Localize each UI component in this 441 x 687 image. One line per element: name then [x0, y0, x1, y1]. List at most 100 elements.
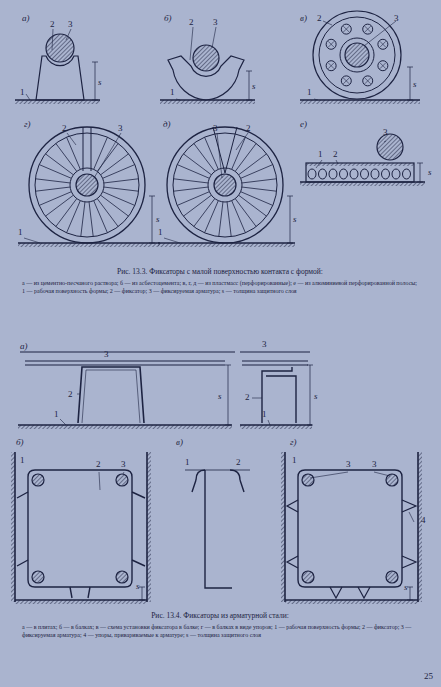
callout-number: 3	[346, 460, 351, 469]
perforation	[380, 41, 386, 47]
dimension-label: s	[252, 82, 256, 91]
leader-line	[66, 29, 71, 40]
leader-line	[252, 398, 262, 399]
callout-number: 3	[118, 124, 123, 133]
figure-caption: Рис. 13.4. Фиксаторы из арматурной стали…	[20, 612, 420, 620]
figure-letter: б)	[164, 14, 172, 23]
form-hatching	[147, 452, 151, 602]
callout-number: 2	[245, 393, 250, 402]
spoke	[104, 179, 139, 191]
fixator-scheme	[192, 470, 244, 588]
dimension-label: s	[136, 582, 140, 591]
spoke	[177, 192, 211, 217]
rebar-section	[302, 571, 314, 583]
figure-letter: в)	[176, 438, 183, 447]
perforation	[380, 63, 386, 69]
spoke	[173, 179, 208, 191]
figure-letter: а)	[22, 14, 30, 23]
spoke	[81, 202, 93, 237]
spoke	[232, 137, 257, 171]
plastic-fixator	[173, 133, 277, 237]
spoke	[177, 154, 211, 179]
callout-number: 2	[236, 458, 241, 467]
callout-number: 1	[170, 88, 175, 97]
perforation	[371, 169, 379, 179]
leader-line	[26, 94, 30, 100]
dimension-label: s	[293, 215, 297, 224]
leader-line	[60, 419, 66, 425]
spoke	[219, 202, 231, 237]
welded-stop	[287, 500, 416, 568]
callout-number: 3	[372, 460, 377, 469]
plastic-fixator	[35, 133, 139, 237]
welded-stop	[330, 587, 370, 598]
perforation	[403, 169, 411, 179]
perforation	[328, 63, 334, 69]
callout-number: 3	[262, 340, 267, 349]
leader-line	[268, 420, 270, 425]
spoke	[194, 137, 219, 171]
callout-number: 2	[333, 150, 338, 159]
callout-number: 2	[246, 124, 251, 133]
leader-line	[24, 238, 40, 243]
dimension-label: s	[218, 392, 222, 401]
perforation	[326, 61, 336, 71]
callout-number: 1	[20, 88, 25, 97]
form-hatching	[11, 452, 15, 602]
perforation	[382, 169, 390, 179]
perforation	[378, 61, 388, 71]
rebar-bar	[25, 361, 225, 365]
spoke	[232, 199, 257, 233]
perforation	[363, 76, 373, 86]
slot	[83, 127, 91, 171]
figure-caption: Рис. 13.3. Фиксаторы с малой поверхность…	[20, 268, 420, 276]
perforation	[392, 169, 400, 179]
spoke	[239, 154, 273, 179]
leader-line	[99, 472, 100, 490]
perforation	[378, 39, 388, 49]
leader-line	[190, 27, 193, 60]
dimension-line	[287, 196, 293, 243]
spoke	[39, 192, 73, 217]
dimension-line	[307, 365, 313, 425]
callout-number: 1	[20, 456, 25, 465]
dimension-label: s	[314, 392, 318, 401]
wire-fixator	[262, 367, 296, 423]
callout-number: 1	[292, 456, 297, 465]
leader-line	[212, 27, 216, 48]
perforation	[340, 169, 348, 179]
callout-number: 4	[421, 516, 426, 525]
callout-number: 1	[262, 410, 267, 419]
spoke	[94, 199, 119, 233]
leader-line	[374, 472, 390, 476]
plastic-fixator	[167, 127, 283, 243]
page-number: 25	[424, 672, 433, 681]
rebar-section	[32, 571, 44, 583]
leader-line	[52, 29, 53, 50]
leader-line	[409, 512, 414, 522]
spoke	[194, 199, 219, 233]
leader-line	[310, 472, 348, 478]
leader-line	[176, 99, 180, 100]
aluminium-strip	[306, 163, 414, 182]
leader-line	[384, 141, 386, 142]
dimension-line	[225, 365, 231, 425]
leader-line	[323, 21, 332, 25]
plastic-fixator	[319, 17, 395, 93]
leader-line	[67, 133, 76, 145]
callout-number: 3	[104, 350, 109, 359]
perforation	[361, 169, 369, 179]
callout-number: 2	[68, 390, 73, 399]
form-hatching	[285, 600, 418, 604]
figure-letter: е)	[300, 120, 307, 129]
spoke	[94, 137, 119, 171]
perforation	[350, 169, 358, 179]
perforation	[343, 26, 349, 32]
rebar-bar	[242, 361, 308, 365]
leader-line	[94, 133, 121, 178]
perforation	[343, 78, 349, 84]
dimension-line	[417, 163, 423, 182]
callout-number: 3	[394, 14, 399, 23]
figure-letter: в)	[300, 14, 307, 23]
